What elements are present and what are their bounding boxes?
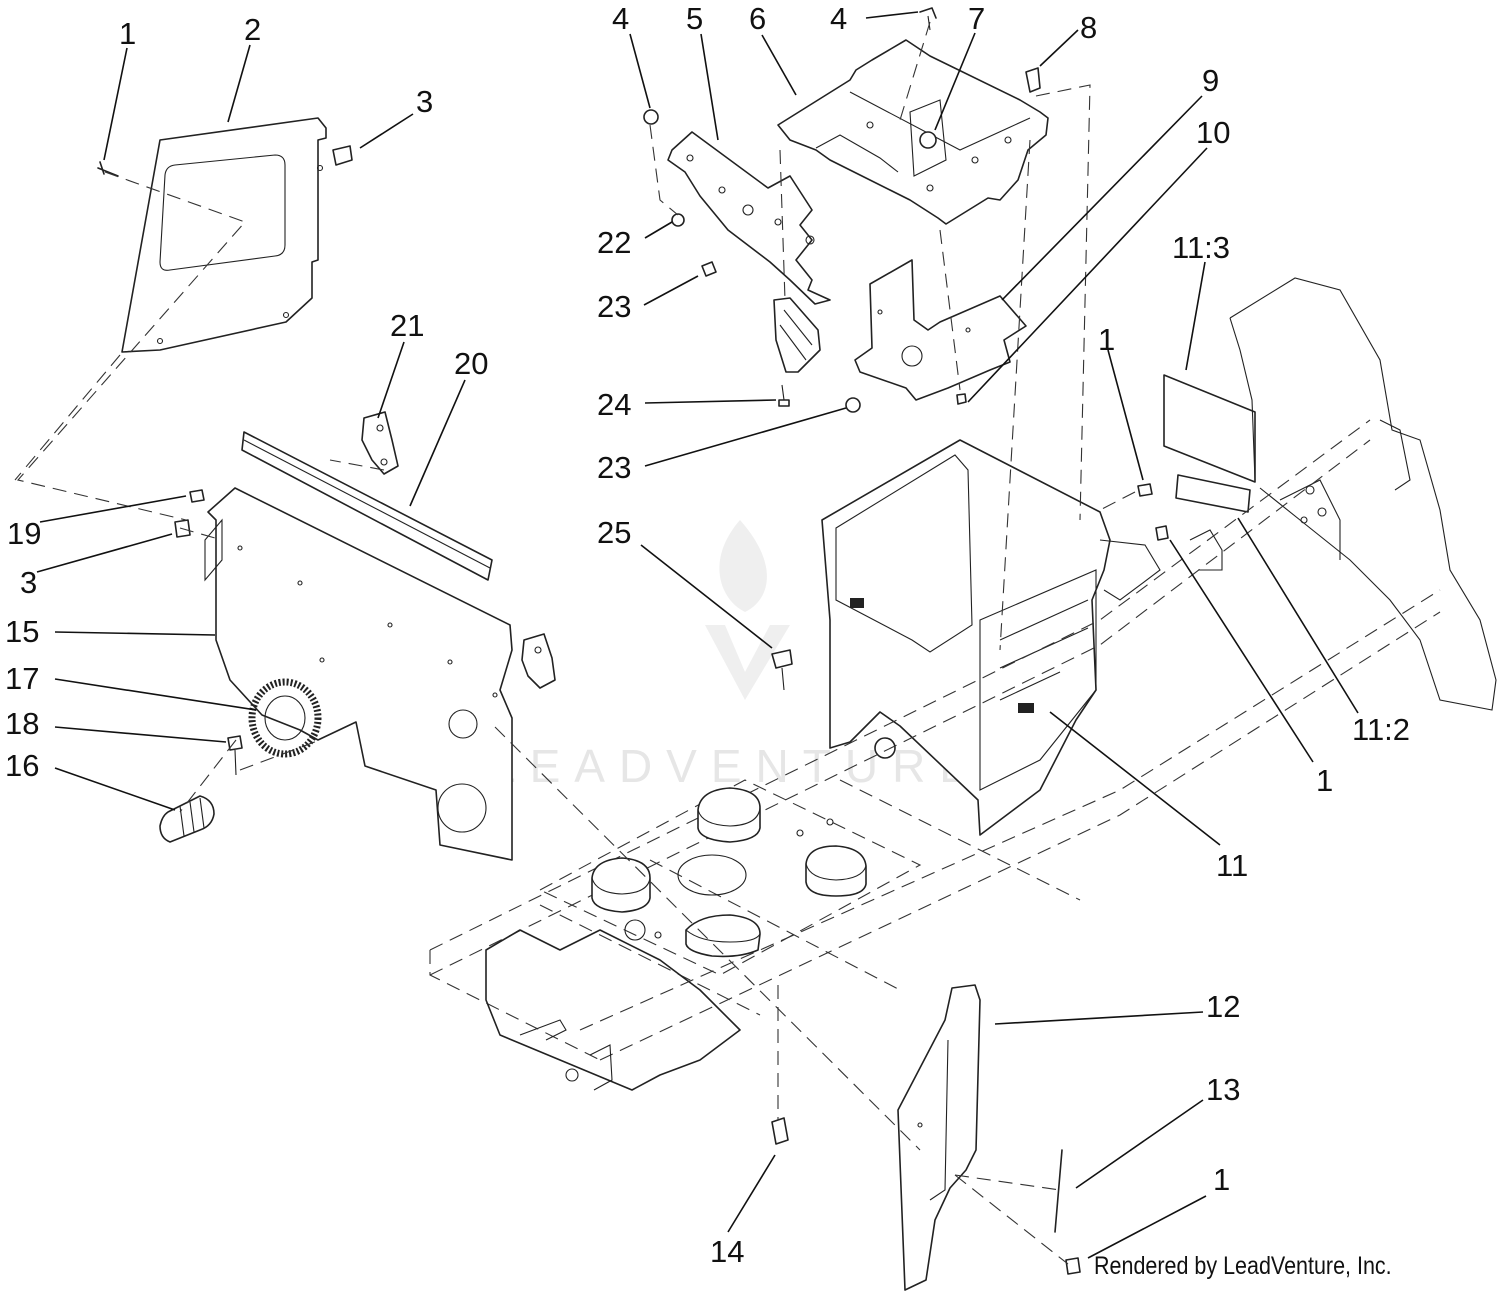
part-19-screw bbox=[189, 489, 205, 503]
part-17-grille-ring bbox=[248, 678, 322, 758]
alignment-lines bbox=[14, 21, 1136, 1265]
engine-mount-plate bbox=[538, 779, 922, 976]
callout-8: 8 bbox=[1080, 10, 1097, 45]
callout-21: 21 bbox=[390, 308, 424, 343]
part-8-clip bbox=[1025, 67, 1041, 93]
callout-3-lower: 3 bbox=[20, 565, 37, 600]
part-4-pin-left bbox=[643, 109, 659, 125]
part-11-console-housing bbox=[821, 439, 1161, 836]
part-21-hinge-bracket-lower bbox=[521, 633, 556, 689]
callout-2: 2 bbox=[244, 12, 261, 47]
callout-1-right-lower: 1 bbox=[1316, 763, 1333, 798]
callout-9: 9 bbox=[1202, 63, 1219, 98]
callout-18: 18 bbox=[5, 706, 39, 741]
part-1-screw-right-lower bbox=[1155, 525, 1169, 541]
part-21-hinge-bracket bbox=[361, 411, 399, 475]
leader-lines bbox=[36, 11, 1359, 1259]
callout-10: 10 bbox=[1196, 115, 1230, 150]
part-20-seal-strip bbox=[241, 431, 493, 581]
callout-17: 17 bbox=[5, 661, 39, 696]
part-22-nut bbox=[671, 213, 685, 227]
part-1-screw-bottom bbox=[1065, 1257, 1081, 1275]
part-2-access-panel bbox=[97, 117, 327, 353]
callout-3-upper: 3 bbox=[416, 84, 433, 119]
part-14-clip bbox=[771, 1117, 789, 1145]
part-1-screw-right bbox=[1137, 483, 1153, 497]
isolator-mount-2 bbox=[591, 857, 651, 913]
callout-23-lower: 23 bbox=[597, 450, 631, 485]
part-6-console-tray bbox=[777, 39, 1049, 225]
part-23-nut-upper bbox=[701, 261, 717, 277]
callout-11-2: 11:2 bbox=[1352, 712, 1410, 747]
callout-20: 20 bbox=[454, 346, 488, 381]
isolator-mount-3 bbox=[805, 845, 867, 897]
isolator-mount-4 bbox=[685, 914, 761, 958]
credit-text: Rendered by LeadVenture, Inc. bbox=[1094, 1252, 1392, 1280]
callout-13: 13 bbox=[1206, 1072, 1240, 1107]
callout-1-top-left: 1 bbox=[119, 16, 136, 51]
callout-5: 5 bbox=[686, 1, 703, 36]
callout-1-bottom: 1 bbox=[1213, 1162, 1230, 1197]
callouts: 1 2 3 4 5 6 4 7 8 9 10 11:3 1 21 20 22 2… bbox=[5, 1, 1410, 1269]
callout-1-right-upper: 1 bbox=[1098, 322, 1115, 357]
callout-4-right: 4 bbox=[830, 1, 847, 36]
part-23-nut-lower bbox=[845, 397, 861, 413]
callout-15: 15 bbox=[5, 614, 39, 649]
part-11-3-decal bbox=[1163, 374, 1256, 483]
part-24-switch bbox=[773, 297, 821, 407]
part-25-bolt bbox=[771, 649, 793, 691]
callout-25: 25 bbox=[597, 515, 631, 550]
part-5-bracket bbox=[667, 131, 831, 305]
isolator-mount-1 bbox=[697, 787, 761, 843]
callout-14: 14 bbox=[710, 1234, 744, 1269]
callout-11: 11 bbox=[1216, 848, 1248, 883]
part-13-pin bbox=[1054, 1149, 1063, 1233]
callout-23-upper: 23 bbox=[597, 289, 631, 324]
rear-frame-outline bbox=[1189, 277, 1497, 711]
part-7-cap bbox=[919, 131, 937, 149]
part-4-pin-right bbox=[919, 7, 937, 31]
callout-22: 22 bbox=[597, 225, 631, 260]
callout-7: 7 bbox=[968, 1, 985, 36]
callout-19: 19 bbox=[7, 516, 41, 551]
part-16-knob bbox=[159, 795, 215, 843]
part-15-side-panel bbox=[204, 487, 513, 861]
part-10-screw bbox=[956, 393, 967, 405]
callout-24: 24 bbox=[597, 387, 631, 422]
part-9-bracket bbox=[854, 259, 1027, 401]
part-11-2-decal bbox=[1175, 474, 1251, 513]
part-3-clip-upper bbox=[332, 145, 353, 166]
callout-6: 6 bbox=[749, 1, 766, 36]
callout-12: 12 bbox=[1206, 989, 1240, 1024]
callout-4-left: 4 bbox=[612, 1, 629, 36]
callout-16: 16 bbox=[5, 748, 39, 783]
callout-11-3: 11:3 bbox=[1172, 230, 1230, 265]
part-12-lower-panel bbox=[897, 984, 981, 1291]
main-frame bbox=[429, 419, 1441, 1091]
